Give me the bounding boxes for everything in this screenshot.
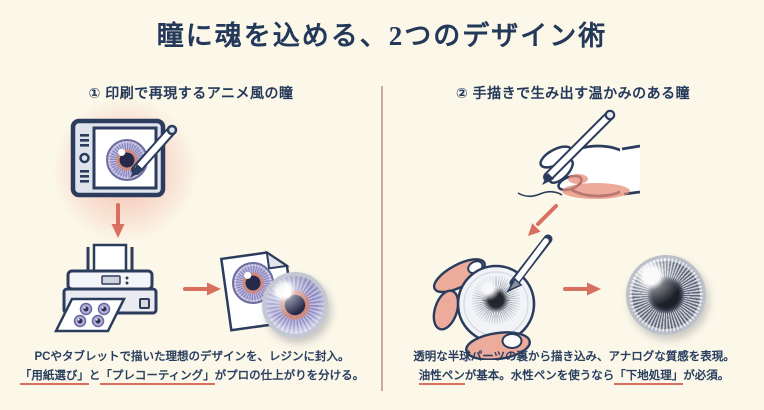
keyword-precoating: 「プレコーティング」 [100, 370, 215, 385]
page-title: 瞳に魂を込める、2つのデザイン術 [156, 21, 608, 51]
caption-text: が基本。水性ペンを使うなら [464, 370, 615, 382]
caption-text: がプロの仕上がりを分ける。 [214, 370, 365, 382]
finished-eye-icon [626, 255, 706, 335]
fingertip-icon [465, 331, 531, 360]
caption-text: と [88, 370, 101, 382]
keyword-paper-choice: 「用紙選び」 [19, 370, 89, 385]
keyword-base-coat: 「下地処理」 [614, 370, 684, 385]
handdrawn-caption-line1: 透明な半球パーツの裏から描き込み、アナログな質感を表現。 [413, 351, 735, 363]
section-print-heading: ① 印刷で再現するアニメ風の瞳 [88, 85, 294, 101]
section-handdrawn-heading: ② 手描きで生み出す温かみのある瞳 [455, 85, 691, 101]
stylus-icon [130, 124, 178, 178]
down-arrow-icon [111, 203, 125, 238]
right-arrow-icon [183, 282, 221, 296]
keyword-oil-pen: 油性ペン [418, 370, 465, 385]
right-arrow-icon [563, 282, 601, 296]
printer-icon [53, 243, 158, 333]
print-caption-line2: 「用紙選び」と「プレコーティング」がプロの仕上がりを分ける。 [10, 368, 374, 385]
down-left-arrow-icon [528, 204, 558, 236]
caption-text: が必須。 [683, 370, 730, 382]
paint-pen-icon [506, 234, 553, 293]
resin-eye-icon [262, 272, 328, 338]
hand-with-pen-icon [517, 109, 640, 199]
printed-sheet-icon [73, 302, 111, 328]
print-caption-line1: PCやタブレットで描いた理想のデザインを、レジンに封入。 [34, 351, 350, 363]
column-divider [381, 86, 383, 391]
handdrawn-caption-line2: 油性ペンが基本。水性ペンを使うなら「下地処理」が必須。 [392, 368, 756, 385]
